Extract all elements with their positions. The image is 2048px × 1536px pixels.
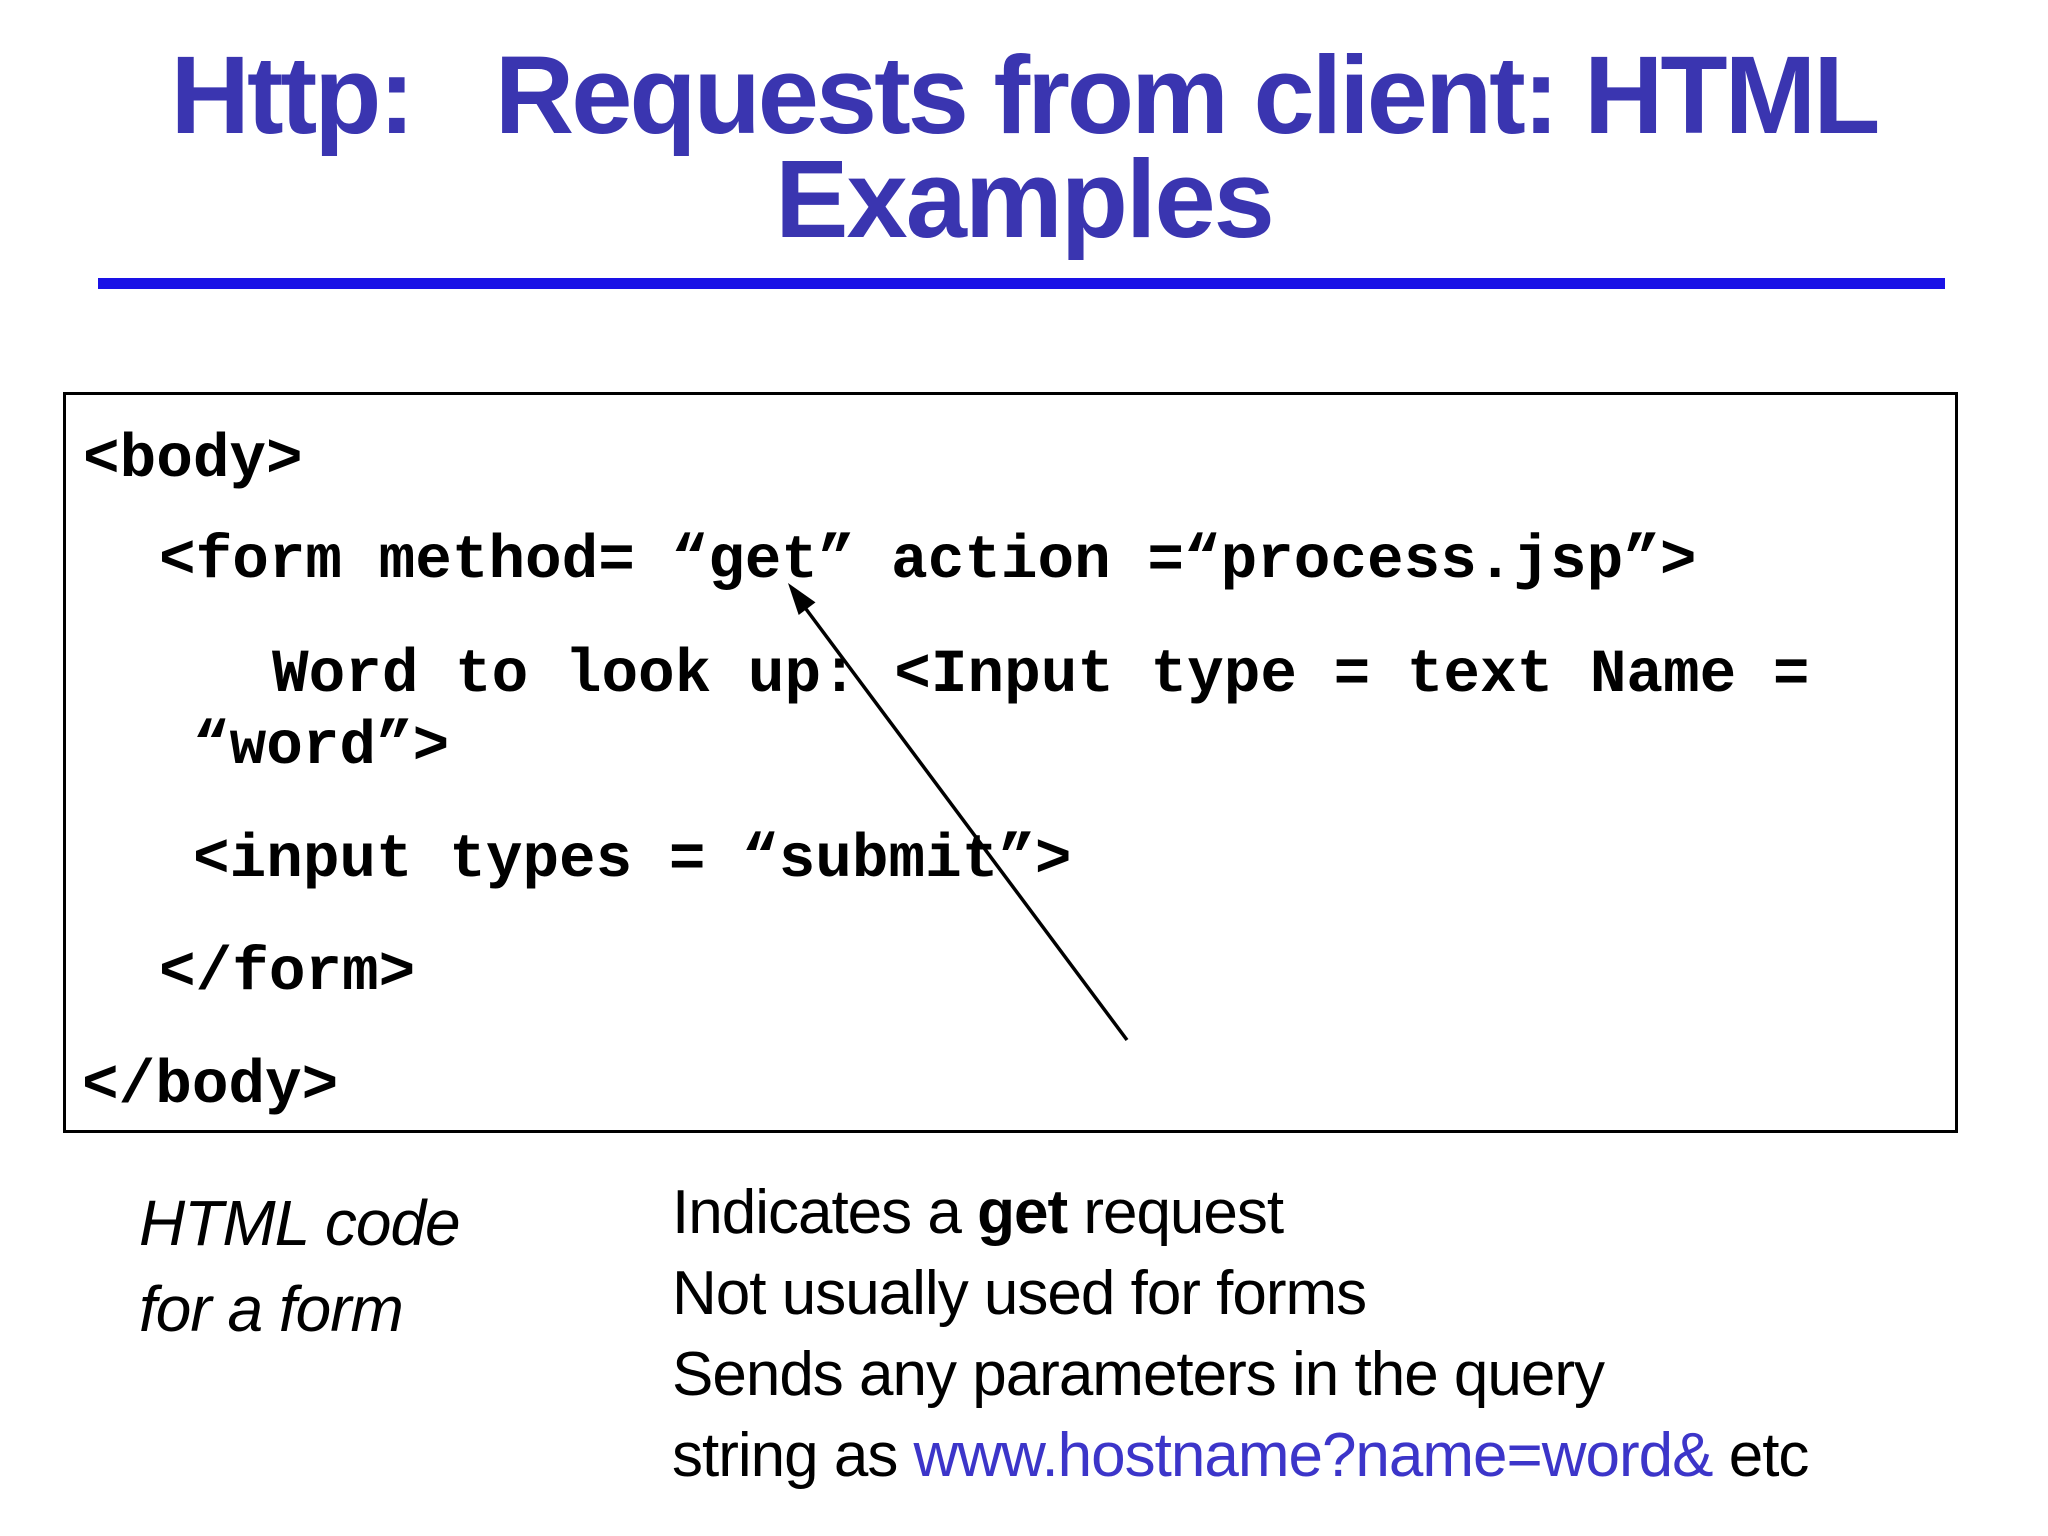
code-line: </body>: [82, 1052, 339, 1121]
code-line: “word”>: [193, 713, 450, 782]
code-box: <body> <form method= “get” action =“proc…: [63, 392, 1958, 1133]
code-line: <input types = “submit”>: [193, 826, 1072, 895]
slide-title-line-1: Http: Requests from client: HTML: [170, 34, 1881, 157]
notes-line-1-post: request: [1067, 1178, 1284, 1247]
caption-line-1: HTML code: [139, 1187, 461, 1259]
title-underline-rule: [98, 278, 1945, 289]
slide-title-line-2: Examples: [775, 138, 1275, 261]
query-string-url-text: www.hostname?name=word&: [913, 1421, 1714, 1490]
bold-get-text: get: [977, 1178, 1068, 1247]
notes-line-1-pre: Indicates a: [672, 1178, 978, 1247]
slide-title: Http: Requests from client: HTML Example…: [0, 34, 2048, 261]
code-line: <form method= “get” action =“process.jsp…: [159, 527, 1697, 596]
notes-line-2: Not usually used for forms: [672, 1259, 1367, 1328]
notes-line-4-pre: string as: [672, 1421, 914, 1490]
code-line: </form>: [159, 939, 416, 1008]
code-caption: HTML code for a form: [139, 1180, 461, 1352]
explanation-notes: Indicates a get request Not usually used…: [672, 1172, 1810, 1496]
notes-line-4-post: etc: [1712, 1421, 1810, 1490]
notes-line-3: Sends any parameters in the query: [672, 1340, 1605, 1409]
notes-line-4: string as www.hostname?name=word& etc: [672, 1415, 1810, 1496]
code-line: <body>: [83, 426, 303, 495]
notes-line-1: Indicates a get request: [672, 1172, 1808, 1253]
caption-line-2: for a form: [139, 1273, 404, 1345]
code-line: Word to look up: <Input type = text Name…: [272, 641, 1810, 710]
